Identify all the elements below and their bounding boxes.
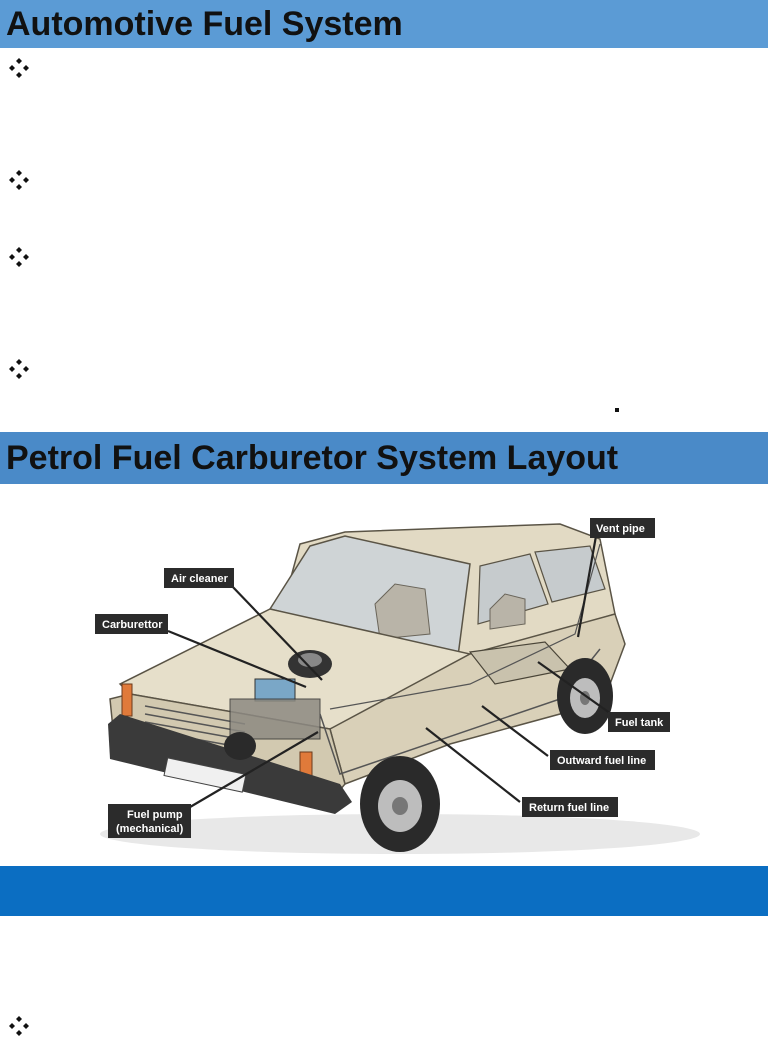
section-title-fuel-system: Automotive Fuel System bbox=[0, 0, 768, 48]
diamond-bullet-icon bbox=[9, 1016, 29, 1036]
label-fuel-tank: Fuel tank bbox=[608, 712, 670, 732]
svg-text:Fuel pump: Fuel pump bbox=[127, 809, 183, 821]
svg-text:Outward fuel line: Outward fuel line bbox=[557, 755, 646, 767]
svg-text:(mechanical): (mechanical) bbox=[116, 823, 184, 835]
svg-text:Vent pipe: Vent pipe bbox=[596, 523, 645, 535]
label-carburettor: Carburettor bbox=[95, 614, 168, 634]
section-title-text: Petrol Fuel Carburetor System Layout bbox=[6, 439, 619, 477]
car-fuel-system-diagram: Vent pipe Air cleaner Carburettor Fuel t… bbox=[95, 518, 700, 854]
diamond-bullet-icon bbox=[9, 170, 29, 190]
section-banner-3 bbox=[0, 866, 768, 916]
stray-dot bbox=[615, 408, 619, 412]
diamond-bullet-icon bbox=[9, 359, 29, 379]
svg-text:Carburettor: Carburettor bbox=[102, 619, 163, 631]
svg-text:Air cleaner: Air cleaner bbox=[171, 573, 229, 585]
diamond-bullet-icon bbox=[9, 58, 29, 78]
section-title-text: Automotive Fuel System bbox=[6, 5, 403, 43]
svg-text:Fuel tank: Fuel tank bbox=[615, 717, 664, 729]
label-return-fuel-line: Return fuel line bbox=[522, 797, 618, 817]
label-air-cleaner: Air cleaner bbox=[164, 568, 234, 588]
label-outward-fuel-line: Outward fuel line bbox=[550, 750, 655, 770]
diamond-bullet-icon bbox=[9, 247, 29, 267]
label-fuel-pump: Fuel pump (mechanical) bbox=[108, 804, 191, 838]
section-title-carburetor-layout: Petrol Fuel Carburetor System Layout bbox=[0, 432, 768, 484]
svg-text:Return fuel line: Return fuel line bbox=[529, 802, 609, 814]
label-vent-pipe: Vent pipe bbox=[590, 518, 655, 538]
